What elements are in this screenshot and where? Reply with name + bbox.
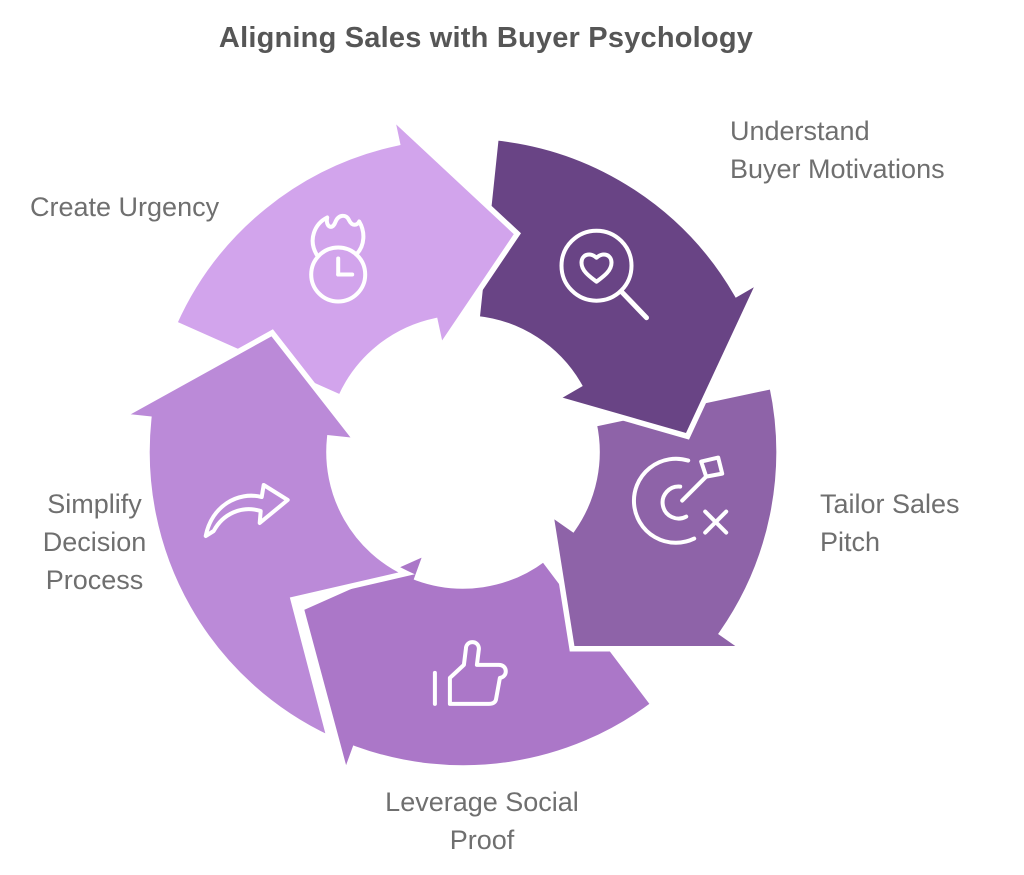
- thumbs-up-icon: [432, 640, 508, 706]
- step-label-create-urgency: Create Urgency: [30, 192, 220, 222]
- cycle-segment-create-urgency: [170, 108, 521, 402]
- step-label-leverage-social-proof: Leverage Social Proof: [385, 787, 579, 855]
- diagram-title: Aligning Sales with Buyer Psychology: [218, 22, 754, 54]
- cycle-segment-simplify-decision-process: [112, 329, 415, 744]
- cycle-segment-tailor-sales-pitch: [546, 383, 782, 652]
- step-label-understand-buyer-motivations: Understand Buyer Motivations: [730, 116, 945, 184]
- step-label-tailor-sales-pitch: Tailor Sales Pitch: [820, 489, 960, 557]
- forward-arrow-icon: [203, 483, 290, 538]
- cycle-segment-understand-buyer-motivations: [473, 134, 767, 440]
- heart-search-icon: [559, 228, 649, 321]
- target-dart-icon: [631, 455, 729, 545]
- flame-clock-icon: [309, 213, 368, 304]
- step-label-simplify-decision-process: Simplify Decision Process: [42, 489, 147, 595]
